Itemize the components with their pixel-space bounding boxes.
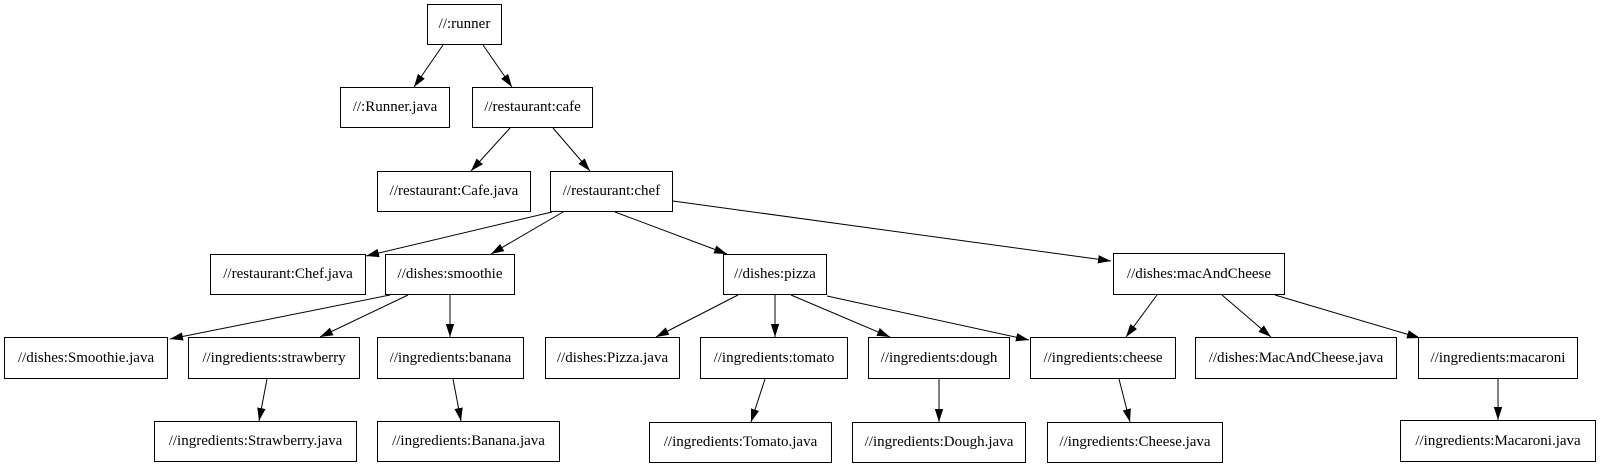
graph-node-banana: //ingredients:banana	[377, 337, 524, 379]
edge-runner-to-runner-java	[413, 44, 444, 88]
edge-runner-to-cafe	[482, 44, 513, 88]
graph-node-runner-java: //:Runner.java	[340, 87, 450, 128]
edge-cafe-to-chef	[552, 127, 591, 172]
graph-node-runner: //:runner	[427, 4, 502, 45]
graph-node-tomato: //ingredients:tomato	[700, 337, 848, 379]
graph-node-strawberry: //ingredients:strawberry	[188, 337, 360, 379]
edge-chef-to-smoothie	[490, 211, 564, 255]
graph-node-chef-java: //restaurant:Chef.java	[210, 254, 366, 295]
graph-node-mac-and-cheese-java: //dishes:MacAndCheese.java	[1195, 337, 1397, 379]
edge-pizza-to-pizza-java	[655, 294, 739, 338]
graph-node-cheese: //ingredients:cheese	[1030, 337, 1176, 379]
graph-node-cafe-java: //restaurant:Cafe.java	[377, 171, 531, 212]
graph-node-pizza: //dishes:pizza	[723, 254, 827, 295]
edge-chef-to-chef-java	[365, 211, 553, 258]
edge-pizza-to-cheese	[826, 295, 1030, 342]
graph-node-smoothie: //dishes:smoothie	[385, 254, 515, 295]
graph-node-strawberry-java: //ingredients:Strawberry.java	[154, 421, 357, 462]
edge-mac-and-cheese-to-macaroni	[1274, 294, 1421, 339]
graph-node-chef: //restaurant:chef	[550, 171, 673, 212]
edge-pizza-to-dough	[790, 294, 891, 338]
graph-node-tomato-java: //ingredients:Tomato.java	[649, 422, 832, 463]
graph-node-macaroni-java: //ingredients:Macaroni.java	[1400, 420, 1596, 462]
edge-smoothie-to-smoothie-java	[169, 294, 391, 341]
edge-cheese-to-cheese-java	[1118, 378, 1131, 423]
graph-node-cafe: //restaurant:cafe	[472, 87, 593, 128]
edge-smoothie-to-strawberry	[319, 294, 409, 338]
edge-chef-to-mac-and-cheese	[672, 200, 1112, 264]
graph-node-macaroni: //ingredients:macaroni	[1418, 337, 1578, 379]
graph-node-dough: //ingredients:dough	[868, 337, 1010, 379]
edge-tomato-to-tomato-java	[750, 378, 766, 423]
edge-chef-to-pizza	[614, 211, 728, 255]
edge-strawberry-to-strawberry-java	[257, 378, 268, 422]
edge-banana-to-banana-java	[452, 378, 463, 422]
graph-node-smoothie-java: //dishes:Smoothie.java	[4, 337, 168, 379]
edge-mac-and-cheese-to-cheese	[1125, 294, 1158, 338]
graph-node-mac-and-cheese: //dishes:macAndCheese	[1113, 253, 1285, 295]
graph-node-pizza-java: //dishes:Pizza.java	[545, 337, 680, 379]
graph-node-banana-java: //ingredients:Banana.java	[377, 421, 560, 462]
graph-node-cheese-java: //ingredients:Cheese.java	[1047, 422, 1223, 463]
edge-cafe-to-cafe-java	[470, 127, 511, 172]
graph-node-dough-java: //ingredients:Dough.java	[852, 422, 1026, 463]
edge-mac-and-cheese-to-mac-and-cheese-java	[1221, 294, 1272, 338]
